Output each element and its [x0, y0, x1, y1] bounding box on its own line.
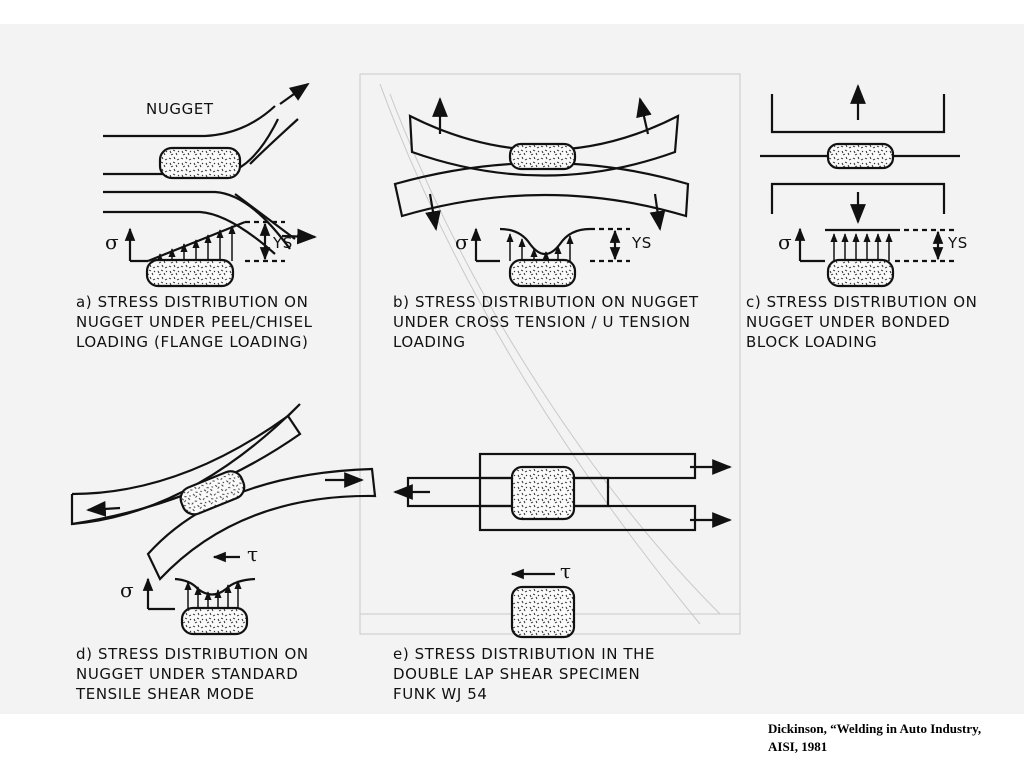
caption-a: a) STRESS DISTRIBUTION ON NUGGET UNDER P…	[76, 292, 313, 352]
panel-d-drawing	[70, 403, 377, 636]
caption-e-line-1: e) STRESS DISTRIBUTION IN THE	[393, 645, 656, 663]
caption-c-line-3: BLOCK LOADING	[746, 333, 878, 351]
caption-d-line-2: NUGGET UNDER STANDARD	[76, 665, 299, 683]
panel-e-drawing	[393, 452, 732, 639]
caption-a-line-2: NUGGET UNDER PEEL/CHISEL	[76, 313, 313, 331]
caption-e-line-3: FUNK WJ 54	[393, 685, 488, 703]
caption-b: b) STRESS DISTRIBUTION ON NUGGET UNDER C…	[393, 292, 699, 352]
yield-strength-label-b: YS	[632, 234, 652, 252]
yield-strength-label-c: YS	[948, 234, 968, 252]
scanned-figure: NUGGET σ YS a) STRESS DISTRIBUTION ON NU…	[0, 24, 1024, 714]
sigma-symbol-b: σ	[455, 230, 469, 254]
yield-strength-label-a: YS	[273, 234, 293, 252]
caption-c-line-1: c) STRESS DISTRIBUTION ON	[746, 293, 978, 311]
citation-line-1: Dickinson, “Welding in Auto Industry,	[768, 721, 982, 736]
source-citation: Dickinson, “Welding in Auto Industry, AI…	[768, 720, 1018, 756]
caption-d-line-3: TENSILE SHEAR MODE	[76, 685, 255, 703]
caption-b-line-2: UNDER CROSS TENSION / U TENSION	[393, 313, 691, 331]
caption-a-line-3: LOADING (FLANGE LOADING)	[76, 333, 309, 351]
sigma-symbol-d: σ	[120, 578, 134, 602]
citation-line-2: AISI, 1981	[768, 739, 828, 754]
caption-c: c) STRESS DISTRIBUTION ON NUGGET UNDER B…	[746, 292, 977, 352]
panel-a-drawing	[103, 82, 317, 288]
caption-c-line-2: NUGGET UNDER BONDED	[746, 313, 951, 331]
panel-c-drawing	[760, 84, 960, 288]
tau-symbol-d: τ	[247, 542, 259, 566]
caption-a-line-1: a) STRESS DISTRIBUTION ON	[76, 293, 309, 311]
panel-b-drawing	[393, 97, 690, 288]
caption-b-line-3: LOADING	[393, 333, 466, 351]
nugget-label: NUGGET	[146, 100, 214, 118]
caption-e-line-2: DOUBLE LAP SHEAR SPECIMEN	[393, 665, 641, 683]
caption-d: d) STRESS DISTRIBUTION ON NUGGET UNDER S…	[76, 644, 309, 704]
sigma-symbol-c: σ	[778, 230, 792, 254]
sigma-symbol-a: σ	[105, 230, 119, 254]
tau-symbol-e: τ	[560, 559, 572, 583]
caption-e: e) STRESS DISTRIBUTION IN THE DOUBLE LAP…	[393, 644, 655, 704]
caption-d-line-1: d) STRESS DISTRIBUTION ON	[76, 645, 309, 663]
figure-drawing	[70, 73, 960, 639]
caption-b-line-1: b) STRESS DISTRIBUTION ON NUGGET	[393, 293, 699, 311]
